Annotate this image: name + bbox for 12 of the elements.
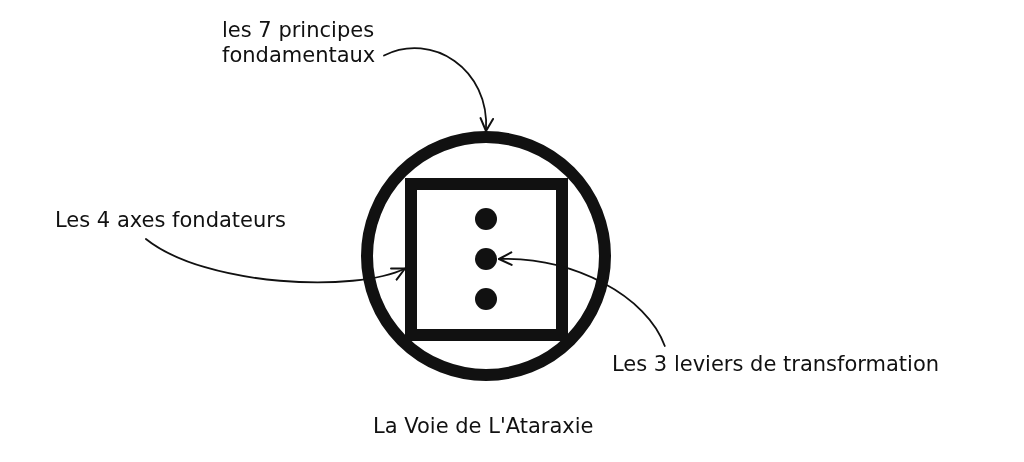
square-frame: [405, 178, 568, 341]
dot-icon: [475, 248, 497, 270]
annotation-text: Les 3 leviers de transformation: [612, 352, 942, 377]
curved-arrow: [145, 238, 406, 284]
annotation-text: Les 4 axes fondateurs: [55, 208, 288, 233]
annotation-text: les 7 principes fondamentaux: [222, 18, 378, 68]
dot-icon: [475, 208, 497, 230]
caption-text: La Voie de L'Ataraxie: [373, 414, 594, 439]
dot-icon: [475, 288, 497, 310]
curved-arrow: [498, 252, 666, 347]
circle-ring: [361, 131, 611, 381]
curved-arrow: [383, 47, 494, 132]
